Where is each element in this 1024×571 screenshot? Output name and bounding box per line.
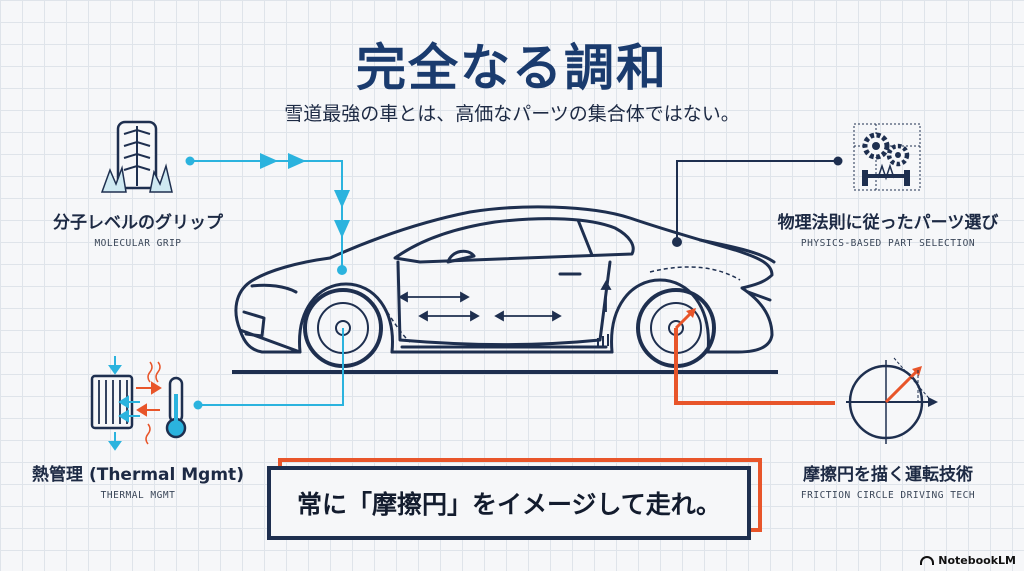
grip-connector-start — [185, 156, 195, 166]
force-arrows — [398, 280, 612, 322]
feature-label-en: PHYSICS-BASED PART SELECTION — [800, 238, 976, 249]
rear-vents — [597, 334, 609, 346]
thermal-connector — [200, 328, 344, 406]
parts-connector-start — [833, 156, 843, 166]
grip-connector — [192, 153, 350, 268]
gears-blueprint-icon — [853, 123, 921, 191]
watermark: NotebookLM — [920, 554, 1016, 567]
notebooklm-logo-icon — [920, 556, 935, 565]
feature-label-en: FRICTION CIRCLE DRIVING TECH — [800, 490, 976, 501]
car-body — [234, 205, 776, 354]
feature-physics-parts: 物理法則に従ったパーツ選び PHYSICS-BASED PART SELECTI… — [760, 208, 1016, 249]
radiator-thermometer-icon — [90, 356, 187, 451]
feature-label-en: THERMAL MGMT — [100, 490, 176, 501]
feature-label-jp: 分子レベルのグリップ — [53, 213, 223, 233]
feature-molecular-grip: 分子レベルのグリップ MOLECULAR GRIP — [24, 208, 252, 249]
feature-label-jp: 熱管理 (Thermal Mgmt) — [32, 465, 244, 485]
watermark-text: NotebookLM — [938, 554, 1016, 567]
page-subtitle: 雪道最強の車とは、高価なパーツの集合体ではない。 — [284, 103, 740, 125]
friction-connector — [674, 328, 835, 405]
feature-label-jp: 物理法則に従ったパーツ選び — [777, 213, 999, 233]
parts-connector — [676, 160, 838, 242]
grip-connector-end — [337, 265, 347, 275]
callout-text: 常に「摩擦円」をイメージして走れ。 — [296, 490, 721, 519]
parts-connector-end — [672, 237, 682, 247]
page-title: 完全なる調和 — [356, 39, 668, 97]
feature-label-jp: 摩擦円を描く運転技術 — [803, 465, 973, 485]
callout-box: 常に「摩擦円」をイメージして走れ。 — [267, 466, 751, 540]
dashed-details — [379, 266, 741, 343]
feature-label-en: MOLECULAR GRIP — [94, 238, 182, 249]
feature-thermal-mgmt: 熱管理 (Thermal Mgmt) THERMAL MGMT — [20, 460, 256, 501]
feature-friction-circle: 摩擦円を描く運転技術 FRICTION CIRCLE DRIVING TECH — [770, 460, 1006, 501]
tire-ice-icon — [100, 120, 173, 193]
friction-circle-icon — [846, 357, 938, 444]
thermal-connector-start — [193, 400, 203, 410]
